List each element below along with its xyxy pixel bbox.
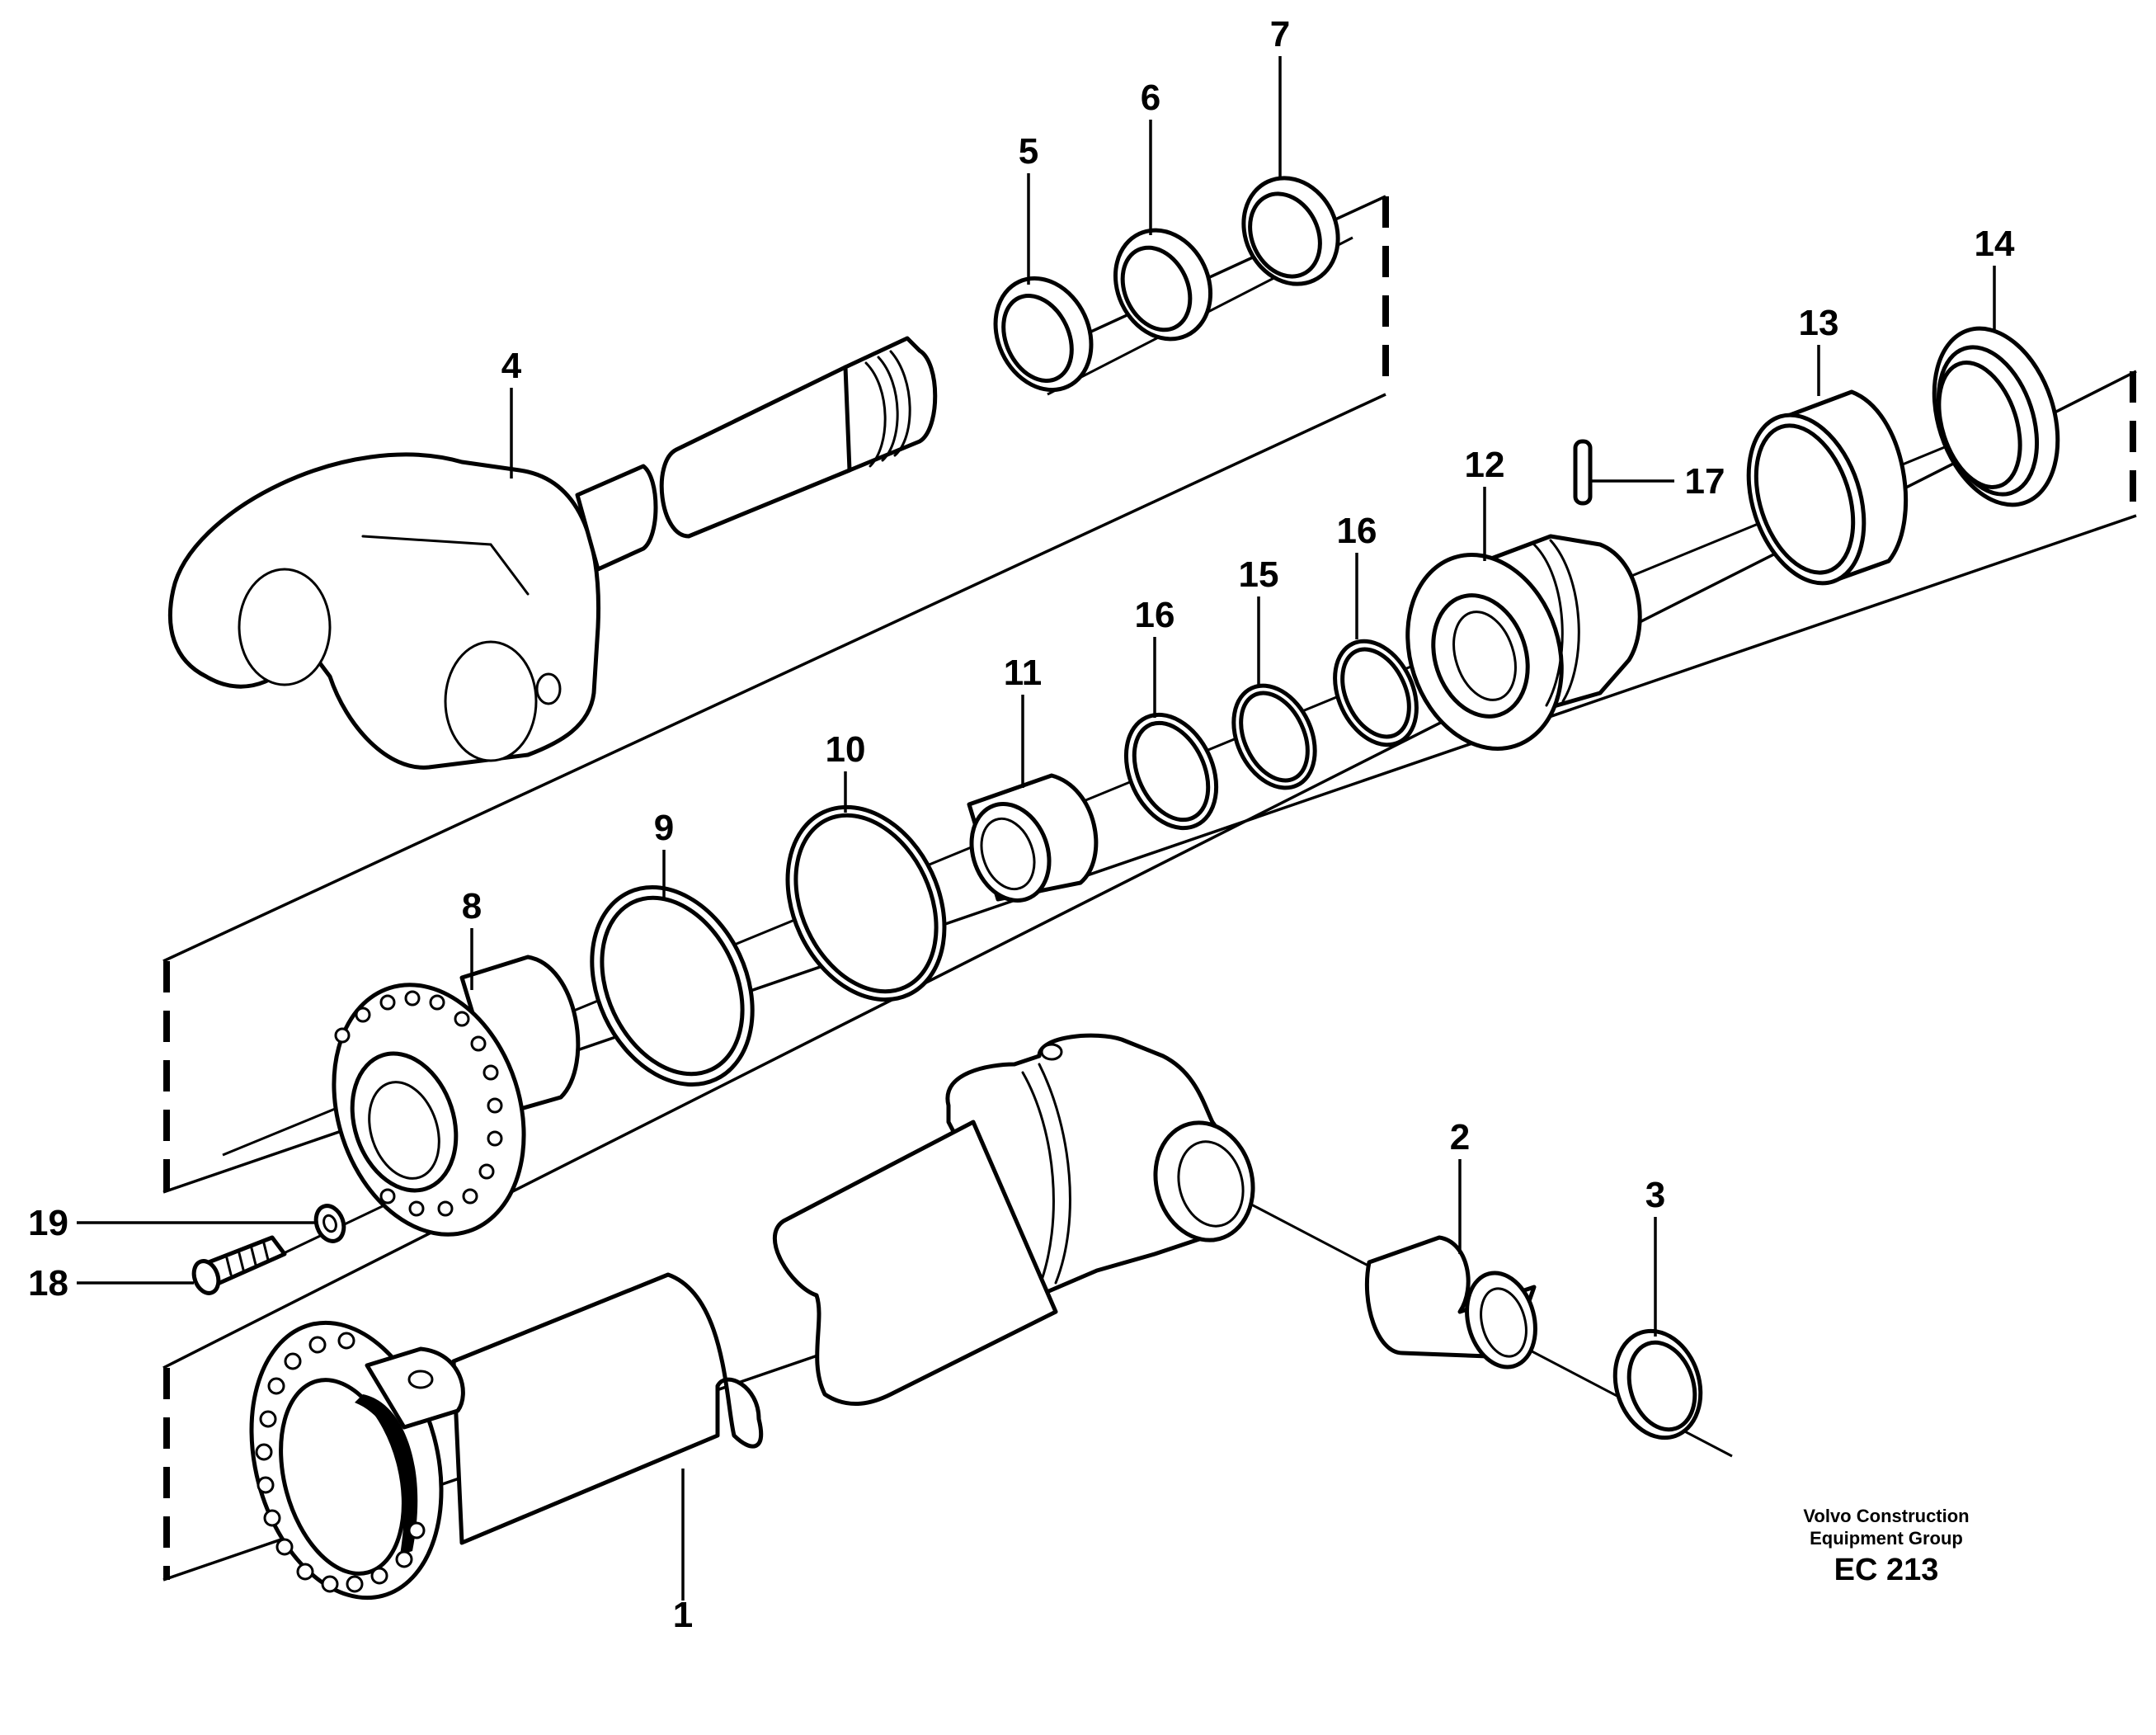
screw-18 (191, 1235, 287, 1295)
ring-15 (1231, 683, 1317, 790)
callout-16-right: 16 (1337, 511, 1377, 551)
callout-2: 2 (1450, 1117, 1470, 1157)
cylinder-tube (249, 1033, 1255, 1601)
seal-14 (1932, 326, 2060, 507)
guide-ring-13 (1746, 389, 1909, 586)
callout-1: 1 (673, 1595, 693, 1635)
washer-19 (313, 1204, 346, 1243)
callout-11: 11 (1004, 653, 1043, 693)
callout-9: 9 (654, 808, 674, 848)
callout-10: 10 (826, 729, 866, 770)
callout-3: 3 (1645, 1175, 1665, 1215)
seal-7 (1241, 176, 1340, 286)
callout-numbers: 1 2 3 4 5 6 7 8 9 10 11 12 13 14 15 16 1… (28, 14, 2015, 1635)
cylinder-head (332, 955, 581, 1237)
callout-17: 17 (1685, 461, 1725, 502)
callout-7: 7 (1270, 14, 1290, 54)
callout-12: 12 (1465, 445, 1505, 485)
credit-line-2: Equipment Group (1810, 1528, 1963, 1549)
flange-bolt-holes (255, 1332, 426, 1593)
callout-15: 15 (1239, 554, 1279, 595)
callout-5: 5 (1019, 131, 1038, 172)
drawing-code: EC 213 (1834, 1553, 1939, 1587)
callout-18: 18 (28, 1263, 68, 1304)
callout-19: 19 (28, 1203, 68, 1243)
leader-lines (77, 56, 1996, 1601)
credit-block: Volvo Construction Equipment Group EC 21… (1803, 1506, 1969, 1587)
bushing-2 (1364, 1235, 1537, 1370)
callout-8: 8 (462, 886, 482, 926)
ring-16-lower (1123, 712, 1219, 831)
ring-16-upper (1333, 639, 1419, 747)
callout-6: 6 (1141, 78, 1160, 118)
head-bolt-holes (334, 990, 503, 1217)
credit-line-1: Volvo Construction (1803, 1506, 1969, 1526)
seal-3 (1612, 1328, 1703, 1440)
pin-17 (1573, 439, 1593, 506)
piston-rod-eye (167, 336, 938, 770)
callout-16-left: 16 (1135, 595, 1175, 635)
callout-4: 4 (501, 346, 522, 386)
callout-14: 14 (1975, 224, 2015, 264)
seal-6 (1113, 228, 1213, 342)
seal-5 (993, 276, 1094, 393)
o-ring-10 (785, 804, 947, 1002)
piston-12 (1405, 534, 1642, 751)
bushing-11 (967, 773, 1099, 903)
o-ring-9 (590, 884, 755, 1087)
callout-13: 13 (1799, 303, 1839, 343)
